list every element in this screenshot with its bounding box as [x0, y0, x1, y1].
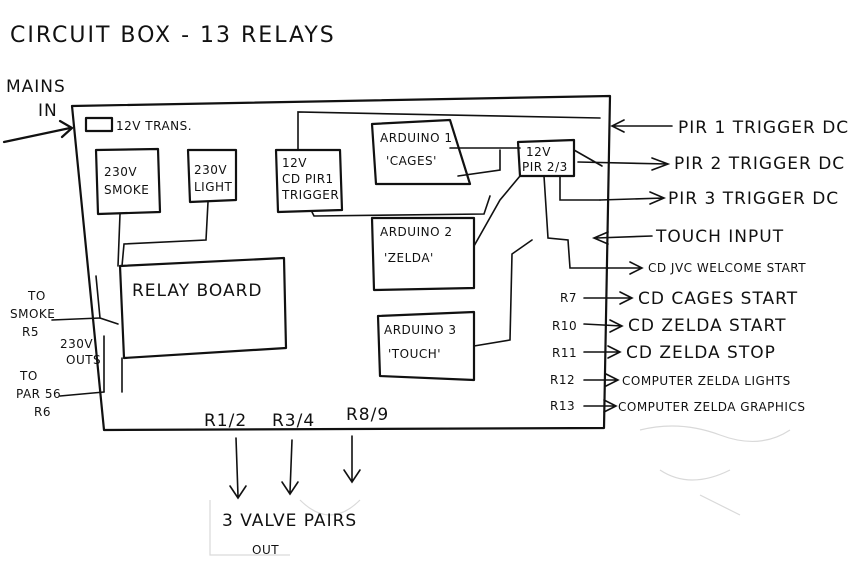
relay-board-box	[118, 256, 288, 360]
cd-trigger-line3: TRIGGER	[281, 188, 339, 202]
arduino1-box	[370, 118, 472, 186]
arduino2-line1: ARDUINO 2	[380, 225, 452, 239]
smoke-out-arrow	[51, 317, 101, 321]
label-cd-zelda-stop: CD ZELDA STOP	[626, 343, 776, 363]
arduino3-line1: ARDUINO 3	[384, 323, 456, 337]
pir23-line2: PIR 2/3	[522, 160, 568, 174]
relay-board-label: RELAY BOARD	[132, 281, 263, 301]
relay-r10: R10	[552, 319, 577, 333]
light-line1: 230V	[194, 163, 227, 177]
relay-r13: R13	[550, 399, 575, 413]
outs-1: 230V	[60, 337, 93, 351]
smoke-line1: 230V	[104, 165, 137, 179]
smoke-line2: SMOKE	[104, 183, 149, 197]
pir23-box	[516, 138, 576, 178]
arduino2-line2: 'ZELDA'	[384, 251, 434, 265]
label-pir2: PIR 2 TRIGGER DC	[674, 154, 845, 174]
bottom-arrows	[229, 435, 361, 500]
transformer-label: 12V TRANS.	[116, 119, 192, 133]
to-smoke-1: TO	[27, 289, 46, 303]
smoke-relay-box	[94, 147, 162, 216]
light-relay-box	[186, 148, 238, 204]
diagram-title: CIRCUIT BOX - 13 RELAYS	[10, 23, 336, 48]
to-smoke-3: R5	[22, 325, 39, 339]
relay-r7: R7	[560, 291, 577, 305]
label-touch-input: TOUCH INPUT	[655, 227, 784, 247]
arduino1-line2: 'CAGES'	[386, 154, 437, 168]
arduino1-line1: ARDUINO 1	[380, 131, 452, 145]
arduino3-line2: 'TOUCH'	[388, 347, 441, 361]
transformer-box	[84, 116, 114, 133]
cd-pir1-trigger-box	[274, 148, 344, 214]
pir23-line1: 12V	[526, 145, 551, 159]
label-cd-cages: CD CAGES START	[638, 289, 798, 309]
arduino2-box	[370, 216, 476, 292]
cd-trigger-line2: CD PIR1	[282, 172, 334, 186]
circuit-box-outline	[70, 94, 612, 432]
label-pir3: PIR 3 TRIGGER DC	[668, 189, 839, 209]
to-par-2: PAR 56	[16, 387, 61, 401]
mains-in-label: IN	[38, 101, 58, 121]
mains-label: MAINS	[6, 77, 66, 97]
relay-r3-4: R3/4	[272, 411, 315, 431]
relay-r12: R12	[550, 373, 575, 387]
label-cd-jvc: CD JVC WELCOME START	[648, 261, 806, 275]
light-line2: LIGHT	[194, 180, 233, 194]
relay-r8-9: R8/9	[346, 405, 389, 425]
relay-r1-2: R1/2	[204, 411, 247, 431]
arduino3-box	[376, 310, 476, 382]
valve-pairs-label: 3 VALVE PAIRS	[222, 511, 357, 531]
to-par-3: R6	[34, 405, 51, 419]
label-computer-lights: COMPUTER ZELDA LIGHTS	[622, 374, 791, 388]
label-pir1: PIR 1 TRIGGER DC	[678, 118, 849, 138]
right-arrows	[577, 119, 673, 413]
valve-out-label: OUT	[252, 543, 279, 557]
to-par-1: TO	[19, 369, 38, 383]
label-computer-graphics: COMPUTER ZELDA GRAPHICS	[618, 400, 805, 414]
mains-arrow	[2, 119, 74, 144]
label-cd-zelda-start: CD ZELDA START	[628, 316, 787, 336]
to-smoke-2: SMOKE	[10, 307, 55, 321]
outs-2: OUTS	[66, 353, 101, 367]
relay-r11: R11	[552, 346, 577, 360]
background-bleed	[209, 425, 791, 556]
par-out-arrow	[59, 391, 105, 397]
cd-trigger-line1: 12V	[282, 156, 307, 170]
